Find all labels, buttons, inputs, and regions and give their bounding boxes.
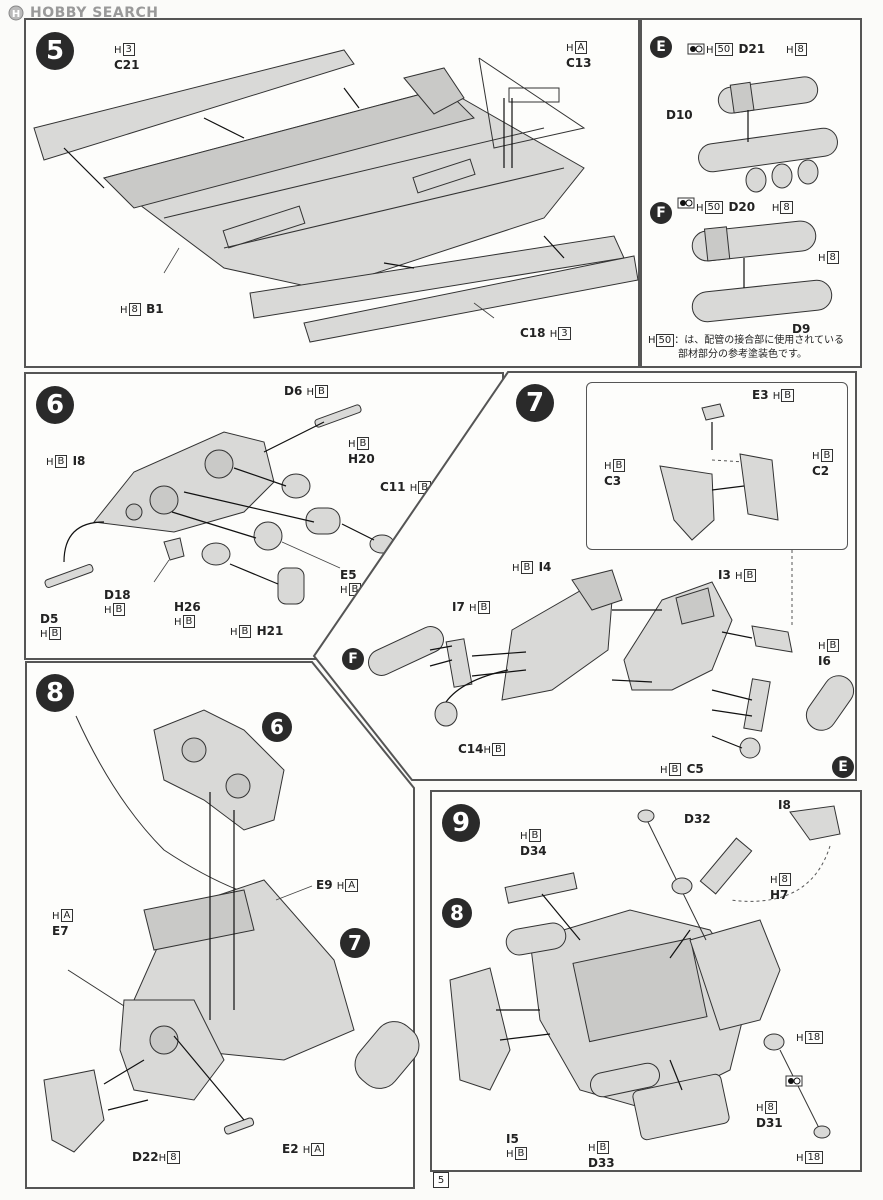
part-d6 [314,404,362,428]
part-i5 [449,967,511,1091]
reference-e-badge: E [832,756,854,778]
part-c11 [305,507,341,535]
part-d5 [44,564,94,588]
part-c2 [739,453,779,521]
part-e5 [253,521,283,551]
reference-f-badge: F [342,648,364,670]
sub-assembly-illustration [677,43,838,323]
part-c13 [478,57,586,149]
part-d10 [698,127,838,173]
part-d9 [691,279,833,323]
part-h26 [201,542,231,566]
part-d33 [632,1073,730,1141]
part-e2 [223,1117,255,1135]
part-h21 [277,567,305,605]
part-h20 [281,473,311,499]
page-number: 5 [433,1172,449,1188]
sub-step-f-badge: F [650,202,672,224]
part-i7 [445,638,473,688]
part-i8 [789,805,841,841]
part-c18 [303,255,639,343]
part-h7 [699,837,753,895]
reference-7-badge: 7 [340,928,370,958]
step-9-badge: 9 [442,804,480,842]
label-d9: D9 [792,322,811,336]
part-d22 [43,1069,105,1153]
step-8-illustration [43,709,420,1153]
hobby-search-logo: H HOBBY SEARCH [8,4,158,22]
part-i6 [743,678,771,732]
label-d32: D32 [684,812,711,826]
step-7-illustration [368,403,855,759]
sub-step-e-badge: E [650,36,672,58]
step-5-badge: 5 [36,32,74,70]
step-5-illustration [33,49,639,343]
svg-text:H: H [12,9,20,20]
logo-text: HOBBY SEARCH [30,5,159,21]
label-d10: D10 [666,108,693,122]
part-c21 [33,49,355,161]
step-6-badge: 6 [36,386,74,424]
part-d32 [645,817,707,941]
logo-icon: H [8,5,24,21]
part-d34 [504,872,578,904]
reference-6-badge: 6 [262,712,292,742]
step-6-illustration [44,404,395,605]
part-i8 [93,431,275,533]
label-i8-step9: I8 [778,798,791,812]
part-e3 [701,403,725,421]
part-e7 [67,969,125,1007]
part-c5 [739,737,761,759]
part-d31 [779,1049,821,1131]
reference-8-badge: 8 [442,898,472,928]
step-9-illustration [449,805,841,1141]
step-7-inset [586,382,848,550]
part-d18 [163,537,185,561]
step-7-badge: 7 [516,384,554,422]
part-c3 [659,465,715,541]
step-8-badge: 8 [36,674,74,712]
